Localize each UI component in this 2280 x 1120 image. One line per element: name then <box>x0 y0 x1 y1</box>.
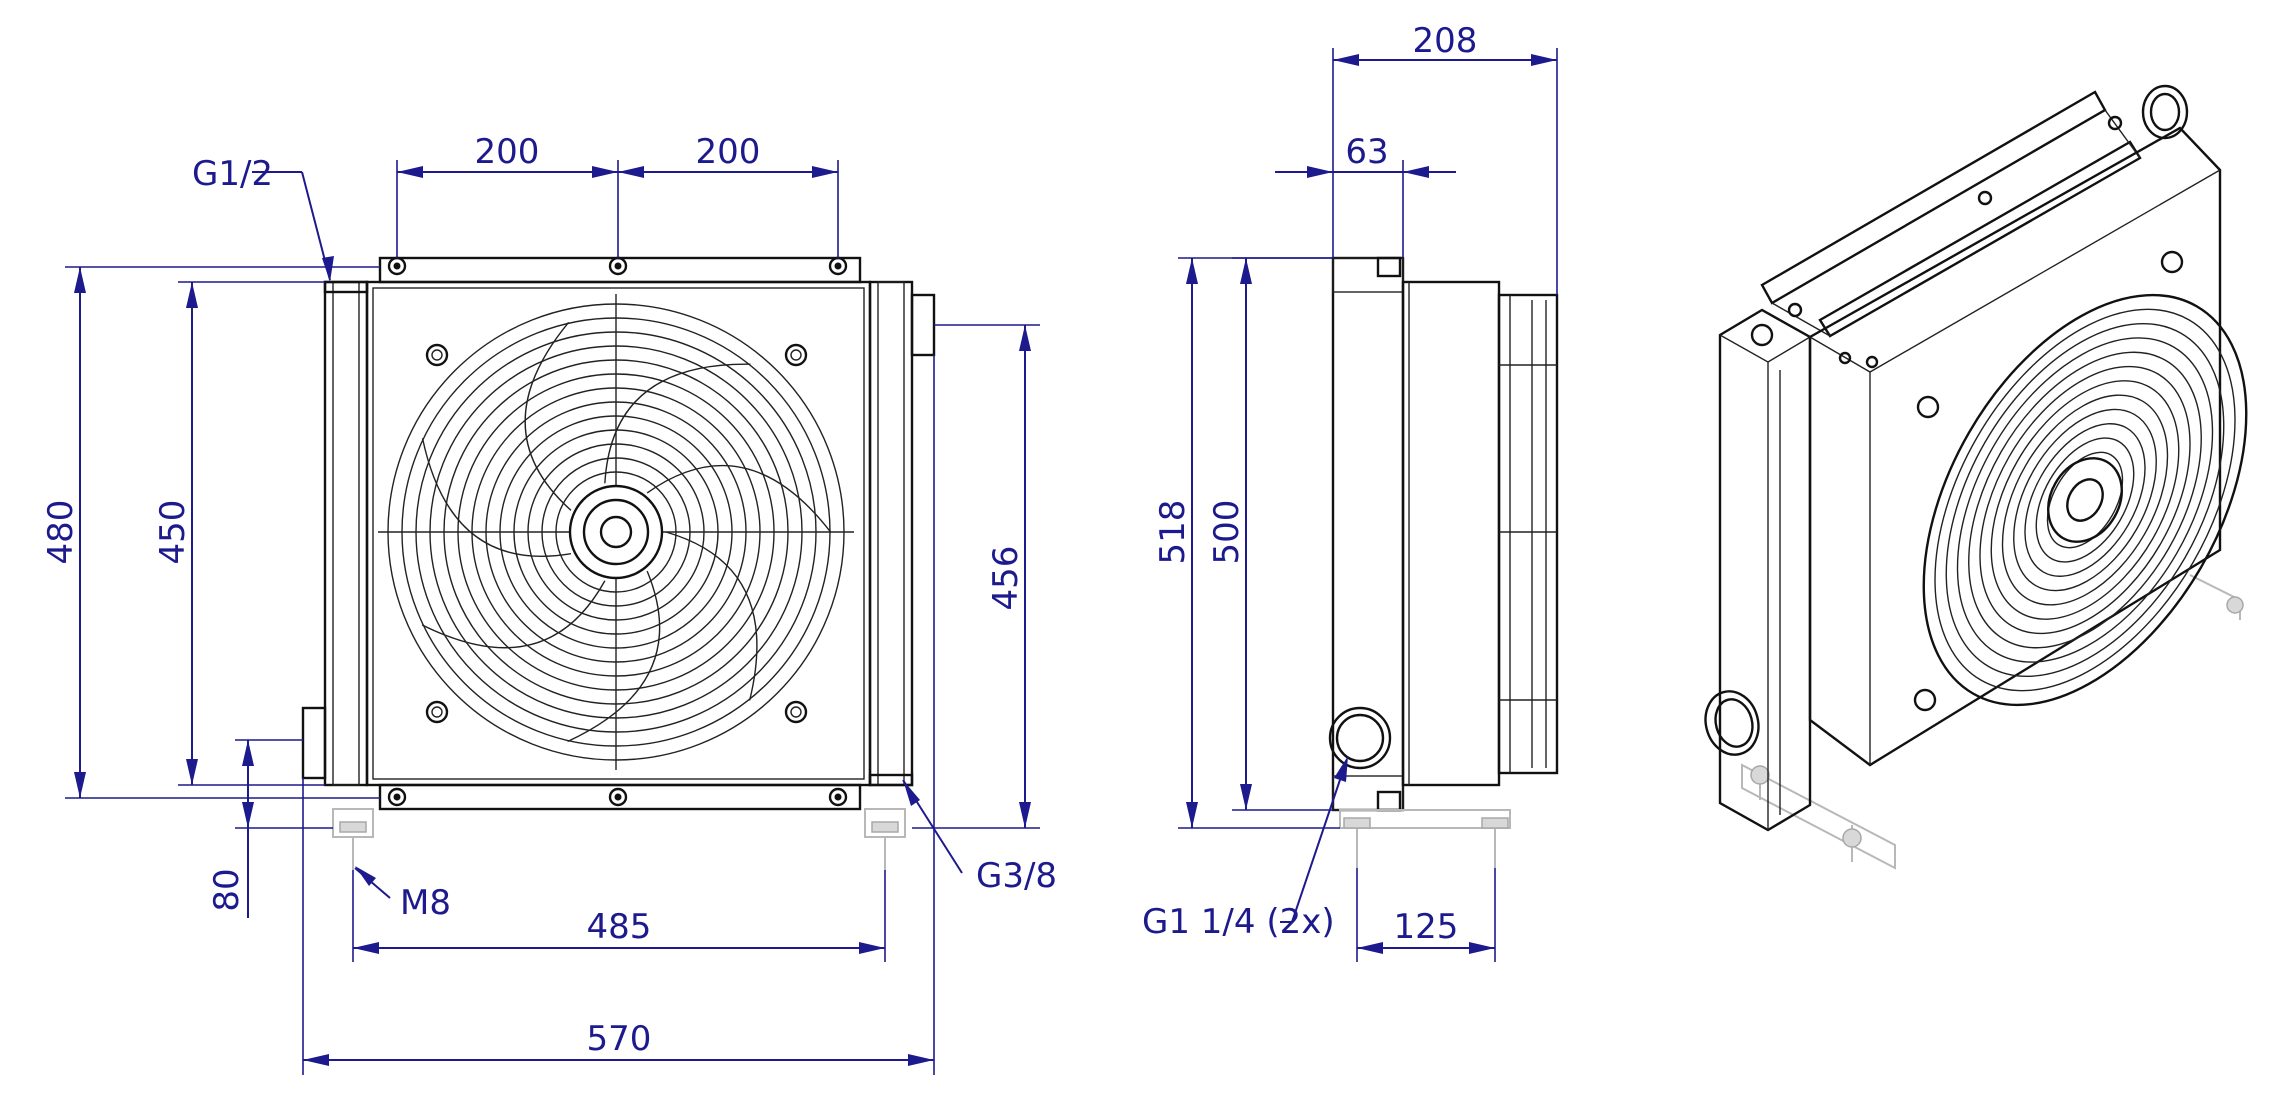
dim-label-200-left: 200 <box>475 132 540 172</box>
side-fan-guard <box>1497 293 1559 775</box>
iso-top-port <box>2141 84 2189 140</box>
dim-overall-width: 570 <box>302 355 935 1075</box>
callout-g1-2: G1/2 <box>192 154 334 282</box>
dim-label-125: 125 <box>1394 907 1459 947</box>
dim-label-63: 63 <box>1345 132 1388 172</box>
side-body <box>1401 280 1501 787</box>
fan-hub <box>568 484 664 580</box>
dim-label-200-right: 200 <box>696 132 761 172</box>
dim-label-208: 208 <box>1413 21 1478 61</box>
callout-label-g1-1-4: G1 1/4 (2x) <box>1142 902 1335 942</box>
right-tank <box>868 280 914 787</box>
core-panel <box>365 280 872 787</box>
dim-label-500: 500 <box>1207 500 1247 565</box>
left-tank <box>323 280 369 787</box>
side-view: 208 63 518 500 <box>1142 21 1559 962</box>
dim-top-spacing: 200 200 <box>396 132 839 258</box>
dim-side-body-height: 500 <box>1207 257 1333 811</box>
dim-core-height: 450 <box>153 281 325 786</box>
callout-g1-1-4: G1 1/4 (2x) <box>1142 756 1348 942</box>
iso-feet <box>1741 574 2244 870</box>
top-mounting-bar <box>378 256 862 284</box>
callout-g3-8: G3/8 <box>902 779 1057 896</box>
dim-side-flange: 63 <box>1275 132 1456 258</box>
iso-port <box>1704 690 1760 756</box>
callout-label-g1-2: G1/2 <box>192 154 273 194</box>
dim-label-485: 485 <box>587 907 652 947</box>
isometric-view <box>1704 84 2248 870</box>
top-right-port-boss <box>910 293 936 357</box>
dim-label-80: 80 <box>207 868 247 911</box>
dim-label-570: 570 <box>587 1019 652 1059</box>
callout-m8: M8 <box>354 866 451 923</box>
dim-label-450: 450 <box>153 500 193 565</box>
fan-guard <box>378 294 854 770</box>
bottom-left-port-boss <box>301 706 327 780</box>
side-flange <box>1331 256 1405 812</box>
iso-fan-guard <box>1922 293 2248 707</box>
dim-side-foot-spacing: 125 <box>1356 868 1496 962</box>
side-feet <box>1339 809 1511 868</box>
front-feet <box>332 808 906 870</box>
callout-label-g3-8: G3/8 <box>976 856 1057 896</box>
dim-side-overall-height: 518 <box>1153 257 1340 829</box>
iso-hub <box>2047 457 2123 543</box>
dim-foot-spacing: 485 <box>352 870 886 962</box>
callout-label-m8: M8 <box>400 883 451 923</box>
dim-overall-height: 480 <box>41 266 380 799</box>
dim-right-height: 456 <box>912 324 1040 829</box>
dim-side-depth: 208 <box>1332 21 1558 295</box>
front-view: 200 200 480 450 456 <box>41 132 1057 1075</box>
bar-bolts <box>387 256 848 807</box>
guard-screws <box>425 343 808 724</box>
dim-label-518: 518 <box>1153 500 1193 565</box>
dim-label-456: 456 <box>986 546 1026 611</box>
dim-label-480: 480 <box>41 500 81 565</box>
dim-outlet-height: 80 <box>207 739 333 918</box>
side-port <box>1328 706 1392 770</box>
